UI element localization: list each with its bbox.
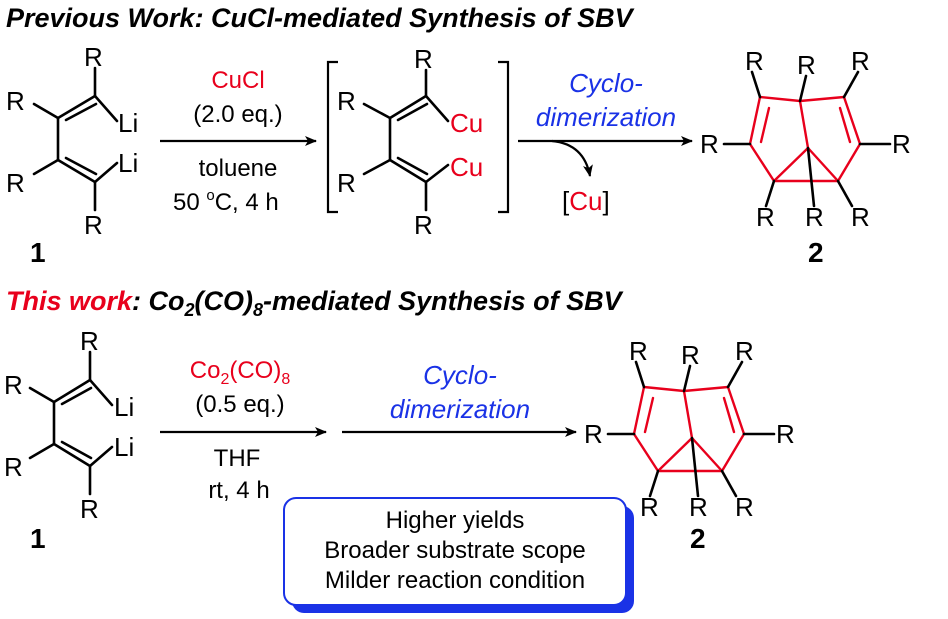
r-substituent: R	[851, 202, 870, 232]
r-substituent: R	[80, 494, 99, 524]
advantage-item: Broader substrate scope	[324, 537, 585, 564]
r-substituent: R	[700, 129, 719, 159]
bracket-right	[498, 60, 510, 214]
li-atom: Li	[118, 108, 138, 138]
solvent-toluene: toluene	[199, 155, 278, 182]
r-substituent: R	[584, 419, 603, 449]
r-substituent: R	[414, 44, 433, 74]
reaction-conditions: 50 oC, 4 h	[173, 187, 279, 216]
r-substituent: R	[805, 202, 824, 232]
advantages-box: Higher yields Broader substrate scope Mi…	[283, 497, 634, 613]
cu-atom: Cu	[450, 152, 483, 182]
process-label-line2: dimerization	[390, 394, 530, 424]
li-atom: Li	[114, 392, 134, 422]
reagent-equiv: (0.5 eq.)	[195, 391, 284, 418]
r-substituent: R	[756, 202, 775, 232]
sbv-product-2-previous	[722, 70, 892, 208]
r-substituent: R	[80, 326, 99, 356]
byproduct-cu: [Cu]	[562, 186, 610, 216]
r-substituent: R	[4, 370, 23, 400]
r-substituent: R	[735, 336, 754, 366]
r-substituent: R	[892, 129, 911, 159]
reagent-cucl: CuCl	[211, 67, 264, 94]
dicopper-intermediate	[362, 68, 450, 212]
li-atom: Li	[118, 148, 138, 178]
r-substituent: R	[4, 452, 23, 482]
r-substituent: R	[84, 210, 103, 240]
r-substituent: R	[84, 42, 103, 72]
advantage-item: Higher yields	[386, 507, 525, 534]
reagent-equiv: (2.0 eq.)	[193, 101, 282, 128]
compound-label-1: 1	[30, 237, 46, 268]
process-label-line1: Cyclo-	[569, 68, 643, 98]
title-previous-work: Previous Work: CuCl-mediated Synthesis o…	[6, 3, 635, 33]
compound-label-2: 2	[808, 237, 824, 268]
reagent-co2co8: Co2(CO)8	[190, 357, 291, 388]
r-substituent: R	[681, 340, 700, 370]
solvent-thf: THF	[214, 445, 261, 472]
sbv-product-2-this-work	[606, 360, 776, 498]
title-this-work: This work: Co2(CO)8-mediated Synthesis o…	[6, 286, 624, 320]
compound-label-1: 1	[30, 523, 46, 554]
r-substituent: R	[851, 46, 870, 76]
r-substituent: R	[337, 86, 356, 116]
reaction-conditions: rt, 4 h	[208, 477, 269, 504]
r-substituent: R	[797, 50, 816, 80]
r-substituent: R	[6, 168, 25, 198]
r-substituent: R	[6, 86, 25, 116]
r-substituent: R	[414, 210, 433, 240]
r-substituent: R	[689, 492, 708, 522]
byproduct-curved-arrow	[551, 139, 593, 177]
compound-1-previous	[32, 66, 119, 212]
r-substituent: R	[629, 336, 648, 366]
r-substituent: R	[776, 419, 795, 449]
process-label-line2: dimerization	[536, 102, 676, 132]
r-substituent: R	[640, 492, 659, 522]
advantage-item: Milder reaction condition	[325, 567, 585, 594]
cu-atom: Cu	[450, 108, 483, 138]
bracket-left	[326, 60, 338, 214]
li-atom: Li	[114, 432, 134, 462]
compound-label-2: 2	[690, 523, 706, 554]
process-label-line1: Cyclo-	[423, 360, 497, 390]
r-substituent: R	[735, 492, 754, 522]
compound-1-this-work	[28, 350, 114, 496]
r-substituent: R	[745, 46, 764, 76]
r-substituent: R	[337, 168, 356, 198]
